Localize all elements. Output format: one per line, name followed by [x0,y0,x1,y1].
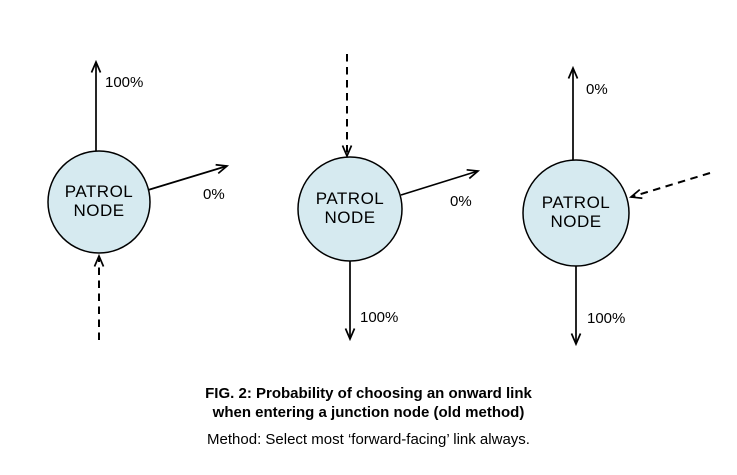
right-patrol-node-circle [522,159,630,267]
right-down-arrow-label: 100% [587,310,625,327]
middle-node-label-line2: NODE [324,208,375,227]
left-node-group: 100% 0% PATROL NODE [47,62,227,340]
middle-node-group: 0% 100% PATROL NODE [297,54,478,339]
middle-down-arrow-label: 100% [360,309,398,326]
method-note: Method: Select most ‘forward-facing’ lin… [207,431,530,448]
right-incoming-dashed-arrow [631,172,711,197]
left-node-label-line2: NODE [73,201,124,220]
caption-line-1: FIG. 2: Probability of choosing an onwar… [205,385,532,402]
caption-line-2: when entering a junction node (old metho… [212,404,525,421]
right-node-label-line1: PATROL [542,193,611,212]
middle-patrol-node-circle [297,156,403,262]
figure-caption: FIG. 2: Probability of choosing an onwar… [0,384,737,422]
left-patrol-node-circle [47,150,151,254]
left-diagonal-arrow-label: 0% [203,186,225,203]
middle-diagonal-arrow-label: 0% [450,193,472,210]
left-up-arrow-label: 100% [105,74,143,91]
left-outgoing-diagonal-arrow [147,166,227,191]
right-node-label-line2: NODE [550,212,601,231]
middle-outgoing-diagonal-arrow [400,171,478,196]
middle-node-label-line1: PATROL [316,189,385,208]
right-up-arrow-label: 0% [586,81,608,98]
right-node-group: 0% 100% PATROL NODE [522,68,711,344]
left-node-label-line1: PATROL [65,182,134,201]
